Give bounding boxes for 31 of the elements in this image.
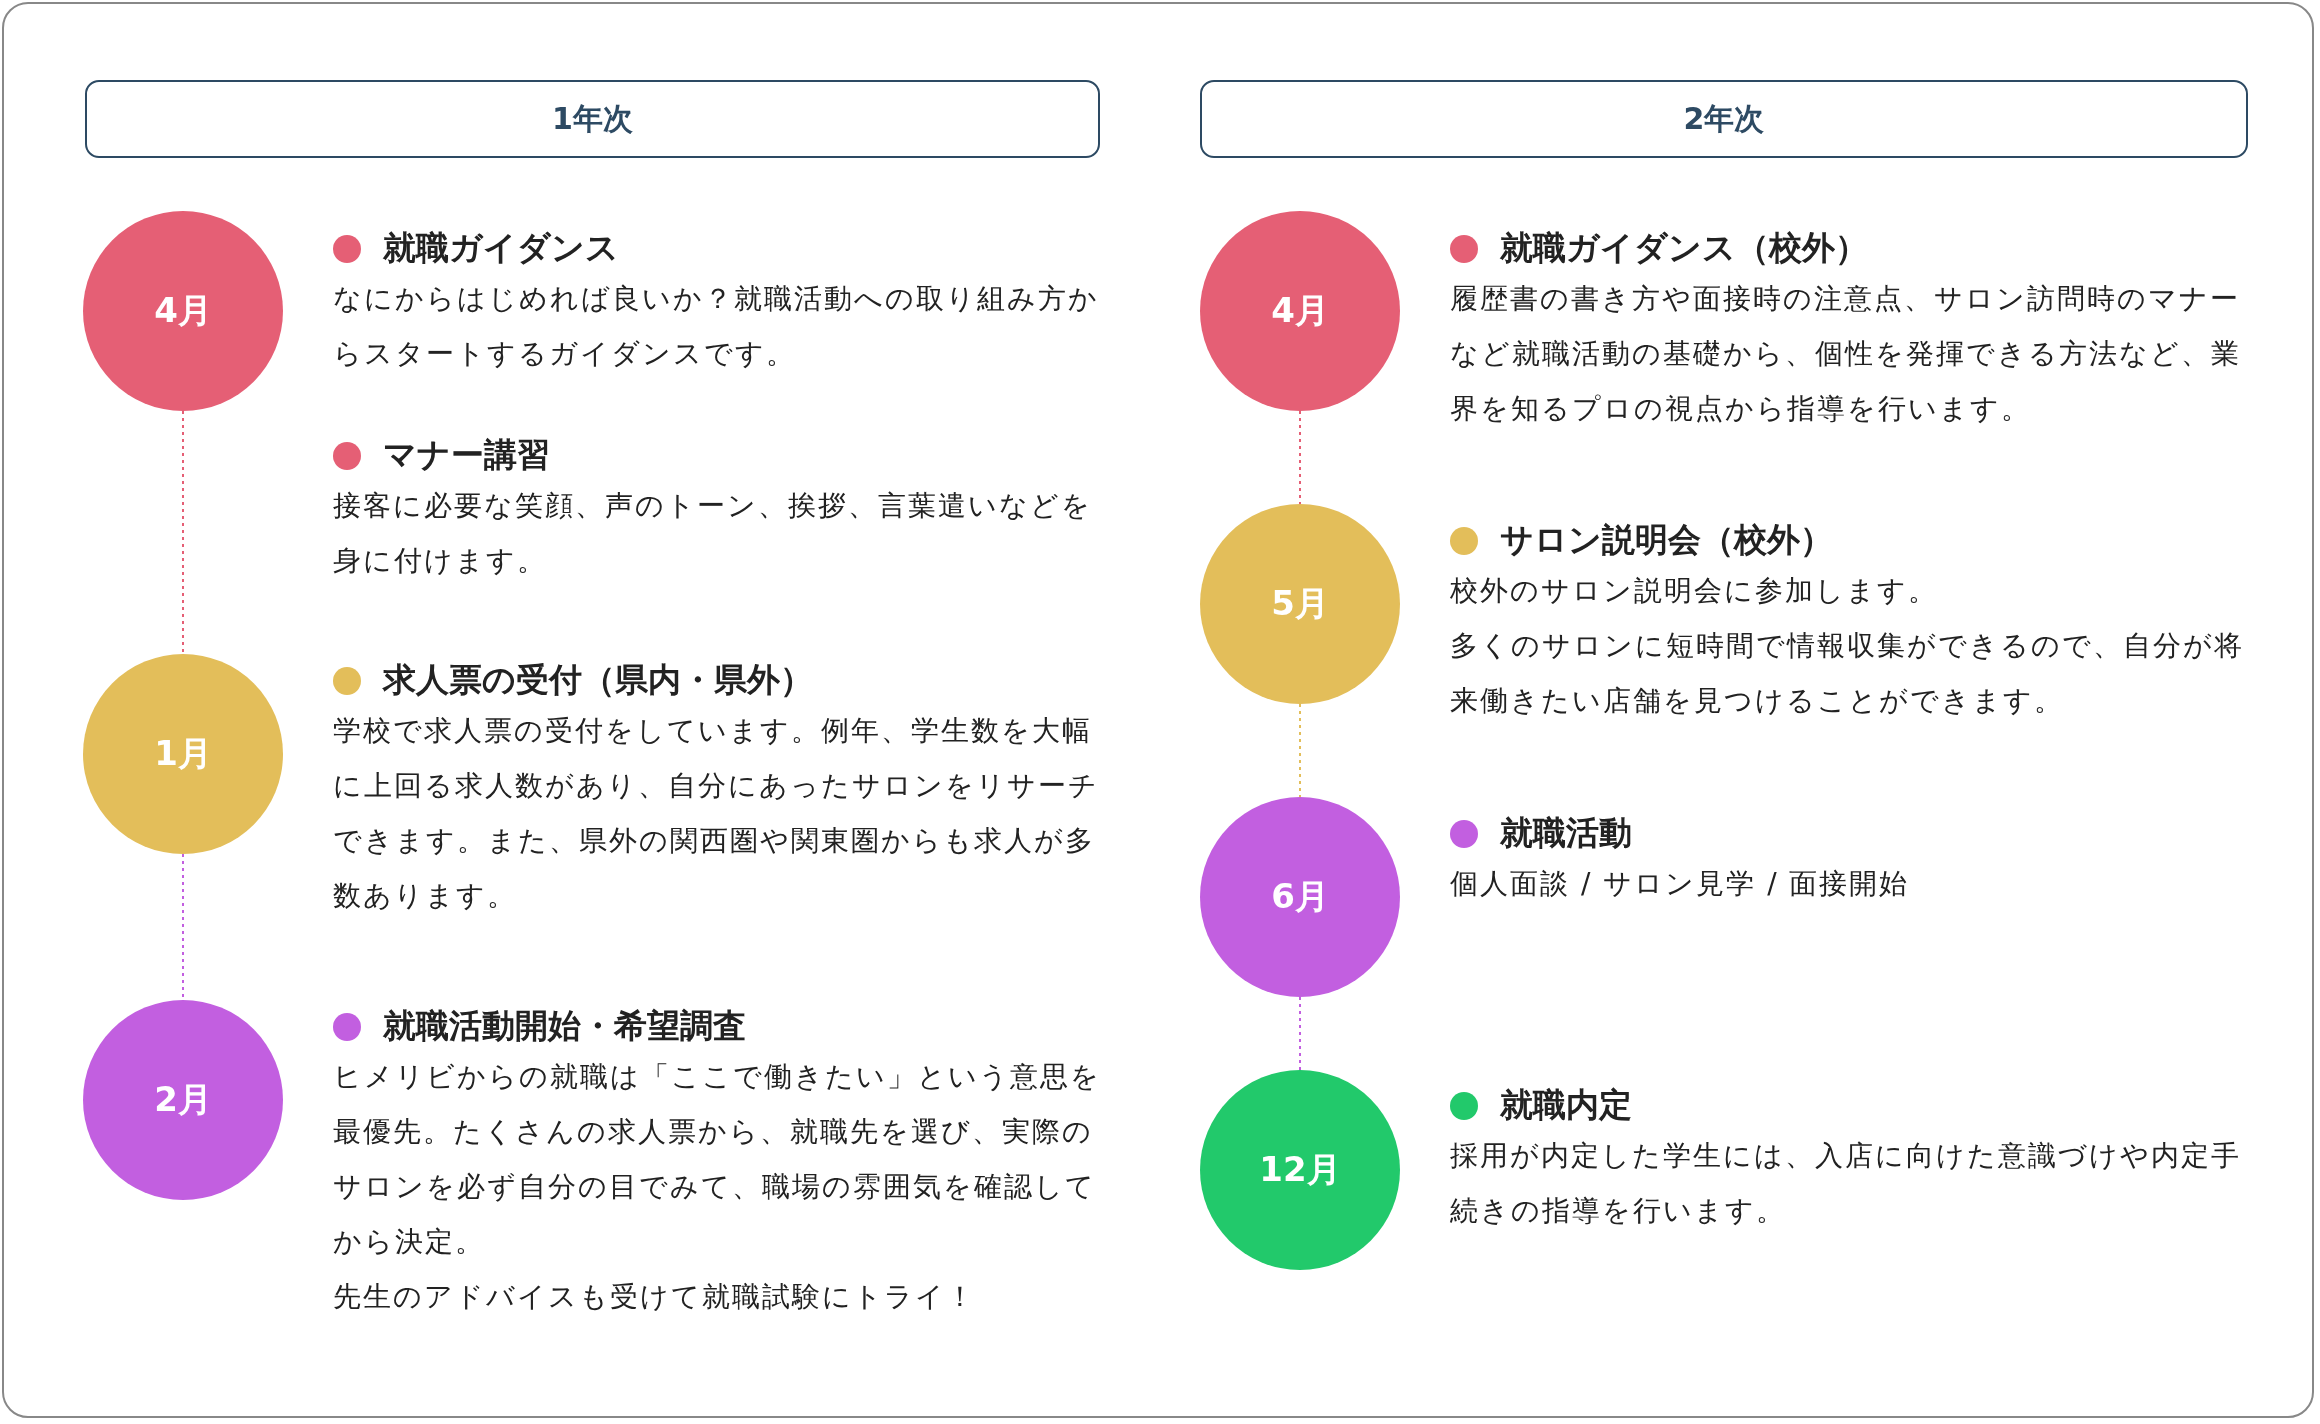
month-circle: 6月 — [1200, 797, 1400, 997]
topic-description: ヒメリビからの就職は「ここで働きたい」という意思を最優先。たくさんの求人票から、就職先を選び、実際のサロンを必ず自分の目でみて、職場の雰囲気を確認してから決定。 — [333, 1059, 1102, 1260]
month-circle: 5月 — [1200, 504, 1400, 704]
topic-description: 多くのサロンに短時間で情報収集ができるので、自分が将来働きたい店舗を見つけることができます。 — [1450, 628, 2245, 719]
topic-description: 校外のサロン説明会に参加します。 — [1450, 573, 1939, 609]
topic-description: 個人面談 / サロン見学 / 面接開始 — [1450, 866, 1911, 902]
topic-heading: 求人票の受付（県内・県外） — [383, 659, 813, 701]
topic-description: 採用が内定した学生には、入店に向けた意識づけや内定手続きの指導を行います。 — [1450, 1138, 2242, 1229]
topic-description: 先生のアドバイスも受けて就職試験にトライ！ — [333, 1279, 977, 1315]
topic-heading: 就職活動 — [1500, 812, 1632, 854]
topic-description: なにからはじめれば良いか？就職活動への取り組み方からスタートするガイダンスです。 — [333, 281, 1100, 372]
month-circle: 4月 — [1200, 211, 1400, 411]
topic-description: 接客に必要な笑顔、声のトーン、挨拶、言葉遣いなどを身に付けます。 — [333, 488, 1093, 579]
topic-description: 学校で求人票の受付をしています。例年、学生数を大幅に上回る求人数があり、自分にあったサロンをリサーチできます。また、県外の関西圏や関東圏からも求人が多数あります。 — [333, 713, 1100, 914]
topic-heading: 就職内定 — [1500, 1084, 1632, 1126]
timeline-connector — [1299, 996, 1301, 1071]
year-header-box: 2年次 — [1200, 80, 2248, 158]
month-circle: 4月 — [83, 211, 283, 411]
topic-heading: マナー講習 — [383, 434, 550, 476]
topic-heading: サロン説明会（校外） — [1500, 519, 1833, 561]
timeline-connector — [182, 410, 184, 655]
month-circle: 1月 — [83, 654, 283, 854]
month-circle: 12月 — [1200, 1070, 1400, 1270]
timeline-connector — [1299, 410, 1301, 505]
year-header-box: 1年次 — [85, 80, 1100, 158]
topic-description: 履歴書の書き方や面接時の注意点、サロン訪問時のマナーなど就職活動の基礎から、個性を発揮できる方法など、業界を知るプロの視点から指導を行います。 — [1450, 281, 2242, 427]
topic-heading: 就職活動開始・希望調査 — [383, 1005, 746, 1047]
month-circle: 2月 — [83, 1000, 283, 1200]
topic-heading: 就職ガイダンス（校外） — [1500, 227, 1868, 269]
topic-heading: 就職ガイダンス — [383, 227, 619, 269]
timeline-connector — [1299, 703, 1301, 798]
